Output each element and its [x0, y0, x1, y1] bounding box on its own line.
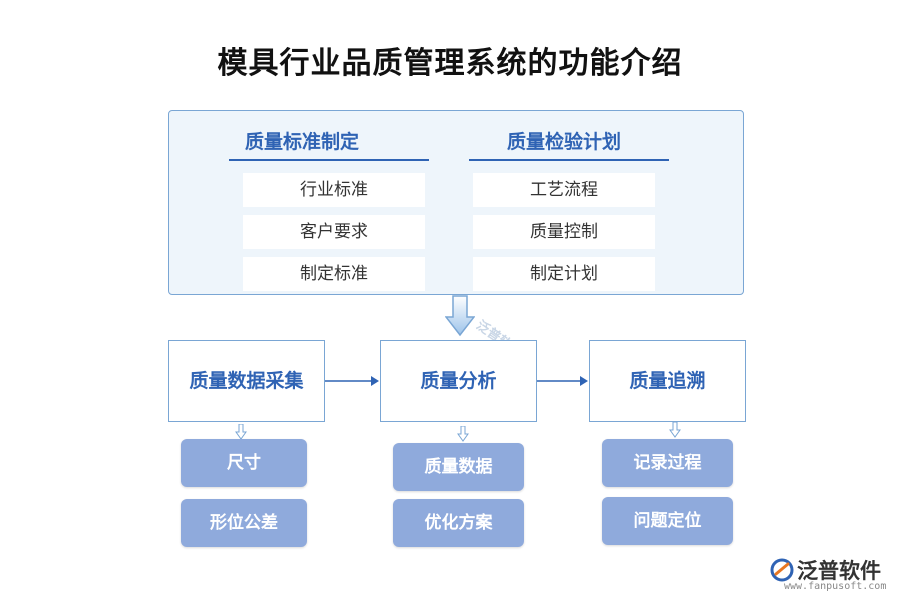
quality-standard-underline [229, 159, 429, 161]
logo-icon [770, 558, 794, 582]
logo-name: 泛普软件 [797, 559, 881, 583]
down-arrow-icon [445, 295, 475, 337]
standards-panel: 质量标准制定 质量检验计划 行业标准 客户要求 制定标准 工艺流程 质量控制 制… [168, 110, 744, 295]
brand-logo: 泛普软件 [770, 555, 881, 585]
sub-item-optimize-plan: 优化方案 [393, 499, 524, 547]
inspection-plan-heading: 质量检验计划 [506, 131, 621, 153]
quality-standard-heading: 质量标准制定 [244, 131, 359, 153]
standard-item-customer: 客户要求 [243, 215, 425, 249]
page-title: 模具行业品质管理系统的功能介绍 [217, 46, 683, 81]
small-down-arrow-icon [457, 426, 469, 442]
plan-item-process-flow: 工艺流程 [473, 173, 655, 207]
right-arrow-icon [325, 376, 379, 386]
sub-item-dimension: 尺寸 [181, 439, 307, 487]
small-down-arrow-icon [235, 424, 247, 440]
inspection-plan-underline [469, 159, 669, 161]
plan-item-quality-control: 质量控制 [473, 215, 655, 249]
standard-item-industry: 行业标准 [243, 173, 425, 207]
process-quality-analysis: 质量分析 [380, 340, 537, 422]
sub-item-record-process: 记录过程 [602, 439, 733, 487]
right-arrow-icon [537, 376, 588, 386]
sub-item-geometric-tolerance: 形位公差 [181, 499, 307, 547]
process-quality-trace: 质量追溯 [589, 340, 746, 422]
sub-item-locate-issue: 问题定位 [602, 497, 733, 545]
standard-item-define: 制定标准 [243, 257, 425, 291]
plan-item-make-plan: 制定计划 [473, 257, 655, 291]
process-data-collection: 质量数据采集 [168, 340, 325, 422]
small-down-arrow-icon [669, 422, 681, 438]
logo-url: www.fanpusoft.com [784, 581, 887, 592]
sub-item-quality-data: 质量数据 [393, 443, 524, 491]
